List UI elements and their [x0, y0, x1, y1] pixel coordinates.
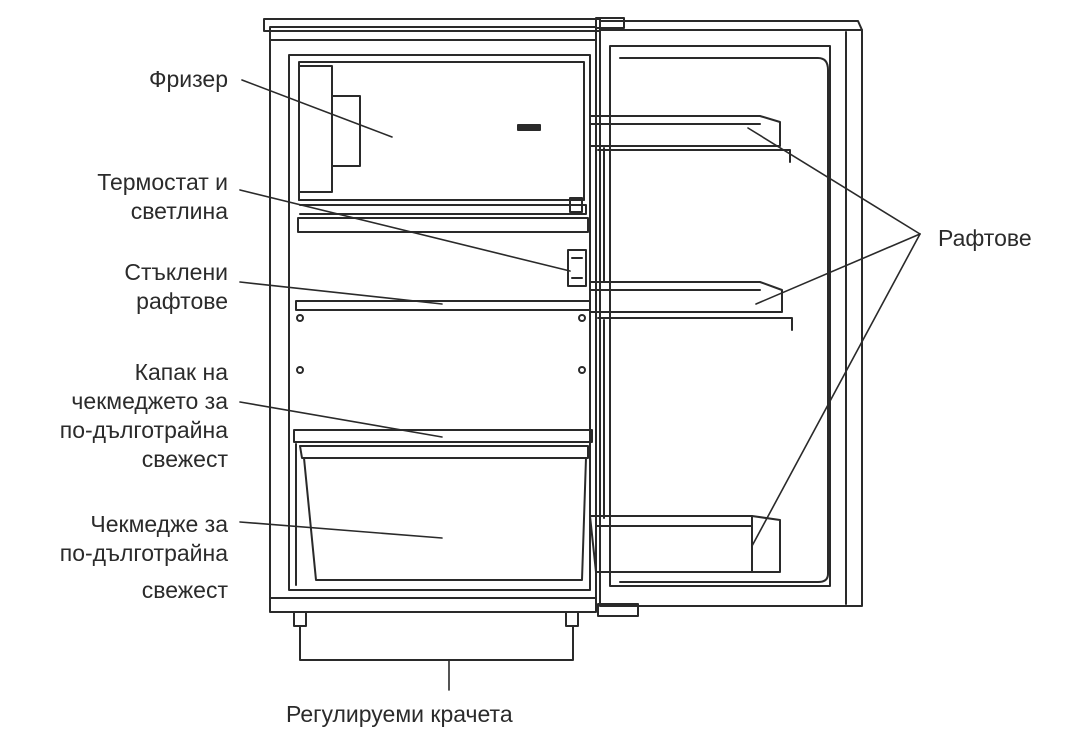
label-crisper-cover-line: свежест — [141, 446, 228, 472]
label-glass-shelves-line: рафтове — [136, 288, 228, 314]
adjustable-feet — [293, 611, 579, 661]
foot-right — [565, 611, 579, 627]
label-crisper-drawer-line: по-дълготрайна — [59, 540, 228, 566]
leader-crisper-drawer — [239, 521, 443, 539]
label-freezer: Фризер — [149, 65, 228, 94]
label-door-shelves: Рафтове — [938, 224, 1032, 253]
shelf-support — [296, 314, 304, 322]
crisper-drawer — [299, 445, 589, 459]
label-glass-shelves-line: Стъклени — [124, 259, 228, 285]
label-thermostat-line: светлина — [130, 198, 228, 224]
crisper-drawer-body — [303, 457, 587, 581]
crisper-assembly — [293, 429, 593, 586]
label-adjustable-feet-line: Регулируеми крачета — [286, 701, 513, 727]
thermostat-housing — [297, 197, 589, 287]
freezer-box — [298, 61, 585, 201]
label-crisper-drawer-line: свежест — [141, 577, 228, 603]
door — [589, 17, 863, 617]
door-shelf-top — [589, 115, 791, 283]
door-inner-liner — [619, 57, 829, 583]
light-bulb-cover — [569, 197, 583, 213]
label-freezer-line: Фризер — [149, 66, 228, 92]
shelf-support — [296, 366, 304, 374]
crisper-cover — [293, 429, 593, 443]
label-crisper-cover: Капак на чекмеджето за по-дълготрайна св… — [60, 358, 228, 474]
leader-door-shelf-2 — [755, 233, 921, 305]
leader-door-shelf-3 — [751, 233, 921, 547]
cabinet-outline — [269, 26, 597, 613]
door-outline — [599, 29, 863, 607]
door-hinge — [597, 603, 639, 617]
shelf-support — [578, 366, 586, 374]
label-thermostat: Термостат и светлина — [97, 168, 228, 226]
freezer-side-panel — [298, 65, 333, 193]
freezer-drip-tray — [299, 204, 587, 215]
door-top — [599, 20, 863, 31]
freezer-compartment — [298, 61, 587, 215]
cabinet-top-lid — [263, 18, 601, 32]
door-gasket — [609, 45, 831, 587]
leader-glass-shelves — [239, 281, 443, 305]
glass-shelf — [295, 300, 591, 374]
thermostat-knob — [567, 249, 587, 287]
label-crisper-cover-line: по-дълготрайна — [59, 417, 228, 443]
leader-lines — [239, 79, 921, 691]
door-shelf-middle — [589, 281, 793, 519]
foot-left — [293, 611, 307, 627]
door-top-hinge — [595, 17, 625, 29]
label-glass-shelves: Стъклени рафтове — [124, 258, 228, 316]
label-crisper-cover-line: чекмеджето за — [71, 388, 228, 414]
leader-crisper-cover — [239, 401, 443, 438]
freezer-badge — [517, 124, 541, 131]
label-crisper-drawer: Чекмедже за по-дълготрайна свежест — [60, 510, 228, 605]
label-crisper-drawer-line: Чекмедже за — [90, 511, 228, 537]
feet-bracket — [299, 625, 574, 661]
cabinet-inner-wall — [288, 54, 591, 591]
label-adjustable-feet: Регулируеми крачета — [286, 700, 513, 729]
cabinet — [263, 18, 601, 613]
freezer-latch — [331, 95, 361, 167]
leader-thermostat — [239, 189, 571, 272]
leader-door-shelf-1 — [747, 127, 921, 235]
shelf-support — [578, 314, 586, 322]
label-door-shelves-line: Рафтове — [938, 225, 1032, 251]
door-shelf-bottom — [589, 515, 781, 573]
label-crisper-cover-line: Капак на — [134, 359, 228, 385]
label-thermostat-line: Термостат и — [97, 169, 228, 195]
leader-freezer — [241, 79, 393, 138]
